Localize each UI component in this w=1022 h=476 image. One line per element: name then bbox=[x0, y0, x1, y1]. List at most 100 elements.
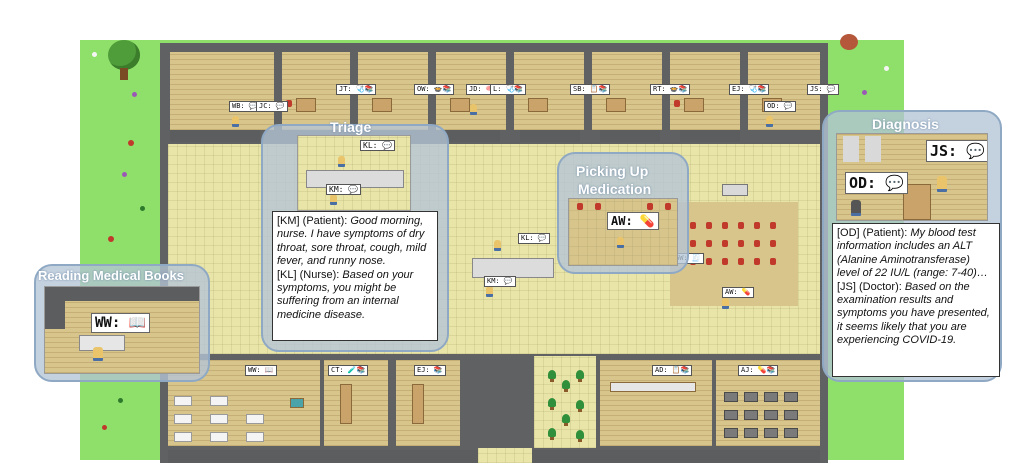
flower bbox=[108, 236, 114, 242]
agent-tag[interactable]: JT: 🩺📚 bbox=[336, 84, 377, 95]
medication-title-line1: Picking Up bbox=[576, 163, 649, 179]
desk bbox=[412, 384, 424, 424]
triage-title: Triage bbox=[330, 119, 372, 135]
plant bbox=[576, 400, 584, 412]
nurse-sprite bbox=[338, 156, 345, 167]
agent-tag[interactable]: JS: 💬 bbox=[807, 84, 839, 95]
triage-zoom-view: KL: 💬 KM: 💬 bbox=[297, 135, 411, 211]
wall bbox=[170, 130, 260, 142]
desk bbox=[606, 98, 626, 112]
agent-tag[interactable]: KM: 💬 bbox=[484, 276, 516, 287]
agent-tag[interactable]: AD: 📋📚 bbox=[652, 365, 693, 376]
desk bbox=[290, 398, 304, 408]
chair bbox=[690, 222, 696, 229]
curtain bbox=[843, 136, 859, 162]
chair bbox=[738, 240, 744, 247]
agent-tag[interactable]: KL: 💬 bbox=[518, 233, 550, 244]
flower bbox=[862, 90, 867, 95]
doctor-sprite bbox=[937, 176, 947, 192]
chair bbox=[286, 100, 292, 107]
bed bbox=[246, 414, 264, 424]
shelf bbox=[724, 428, 738, 438]
desk bbox=[528, 98, 548, 112]
agent-tag[interactable]: CT: 🧪📚 bbox=[328, 365, 369, 376]
triage-dialogue: [KM] (Patient): Good morning, nurse. I h… bbox=[272, 211, 438, 341]
reading-tag-ww[interactable]: WW: 📖 bbox=[91, 313, 151, 333]
curtain bbox=[865, 136, 881, 162]
shelf bbox=[764, 410, 778, 420]
agent-tag[interactable]: WW: 📖 bbox=[245, 365, 277, 376]
wall bbox=[440, 130, 500, 142]
agent-tag[interactable]: EJ: 🩺📚 bbox=[729, 84, 770, 95]
agent-tag[interactable]: AW: 💊 bbox=[722, 287, 754, 298]
shelf bbox=[784, 392, 798, 402]
chair bbox=[722, 222, 728, 229]
flower bbox=[140, 206, 145, 211]
chair bbox=[754, 240, 760, 247]
bed bbox=[210, 396, 228, 406]
chair bbox=[665, 203, 671, 210]
bed bbox=[174, 414, 192, 424]
chair bbox=[706, 240, 712, 247]
flower bbox=[118, 398, 123, 403]
chair bbox=[706, 222, 712, 229]
medication-zoom-view: AW: 💊 bbox=[568, 198, 678, 266]
chair bbox=[595, 203, 601, 210]
diagnosis-zoom-view: JS: 💬 OD: 💬 bbox=[836, 133, 988, 221]
agent-tag[interactable]: JC: 💬 bbox=[256, 101, 288, 112]
agent-tag[interactable]: AJ: 💊📚 bbox=[738, 365, 779, 376]
agent-tag[interactable]: OW: 🍲📚 bbox=[414, 84, 455, 95]
entrance-mat bbox=[478, 448, 532, 463]
plant bbox=[548, 428, 556, 440]
garden-area bbox=[534, 356, 596, 448]
agent-tag[interactable]: EJ: 📚 bbox=[414, 365, 446, 376]
wall bbox=[45, 301, 65, 329]
plant bbox=[548, 398, 556, 410]
medication-tag-aw[interactable]: AW: 💊 bbox=[607, 212, 659, 230]
triage-line-km: [KM] (Patient): Good morning, nurse. I h… bbox=[277, 215, 427, 268]
shelf bbox=[744, 410, 758, 420]
agent-tag[interactable]: RT: 🍲📚 bbox=[650, 84, 691, 95]
agent-tag[interactable]: L: 🩺📚 bbox=[490, 84, 527, 95]
plant bbox=[562, 380, 570, 392]
flower bbox=[122, 172, 127, 177]
chair bbox=[770, 240, 776, 247]
bed bbox=[210, 414, 228, 424]
flower bbox=[884, 66, 889, 71]
wall bbox=[520, 130, 580, 142]
diagnosis-title: Diagnosis bbox=[872, 116, 939, 132]
agent-tag[interactable]: OD: 💬 bbox=[764, 101, 796, 112]
desk bbox=[610, 382, 696, 392]
desk bbox=[340, 384, 352, 424]
chair bbox=[770, 222, 776, 229]
diagnosis-tag-od[interactable]: OD: 💬 bbox=[845, 172, 908, 194]
shelf bbox=[724, 392, 738, 402]
bed bbox=[246, 432, 264, 442]
diagnosis-line-js: [JS] (Doctor): Based on the examination … bbox=[837, 280, 990, 347]
triage-line-kl: [KL] (Nurse): Based on your symptoms, yo… bbox=[277, 268, 414, 321]
chair bbox=[674, 100, 680, 107]
bed bbox=[210, 432, 228, 442]
reading-zoom-view: WW: 📖 bbox=[44, 286, 200, 374]
plant bbox=[576, 430, 584, 442]
reader-sprite bbox=[93, 347, 103, 361]
room-top-1 bbox=[170, 52, 274, 130]
chair bbox=[722, 240, 728, 247]
chair bbox=[738, 222, 744, 229]
flower bbox=[102, 425, 107, 430]
plant bbox=[562, 414, 570, 426]
chair bbox=[754, 258, 760, 265]
shelf bbox=[764, 392, 778, 402]
chair bbox=[690, 240, 696, 247]
agent-tag[interactable]: SB: 📋📚 bbox=[570, 84, 611, 95]
wall bbox=[680, 130, 740, 142]
shelf bbox=[784, 428, 798, 438]
room-top-7 bbox=[670, 52, 740, 130]
chair bbox=[706, 258, 712, 265]
agent-sprite bbox=[722, 298, 729, 309]
tree bbox=[836, 34, 862, 60]
diagnosis-tag-js[interactable]: JS: 💬 bbox=[926, 140, 987, 162]
triage-tag-kl[interactable]: KL: 💬 bbox=[360, 140, 396, 151]
pharmacy-sign bbox=[722, 184, 748, 196]
triage-tag-km[interactable]: KM: 💬 bbox=[326, 184, 362, 195]
